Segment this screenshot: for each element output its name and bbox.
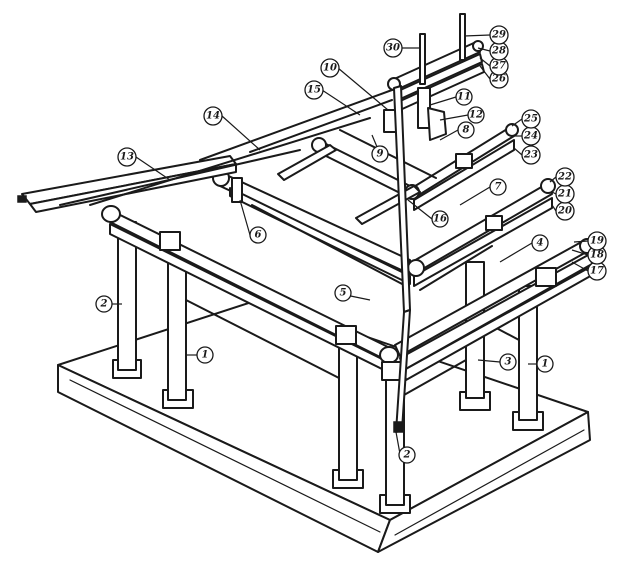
block-23 bbox=[455, 153, 473, 169]
callout-13: 13 bbox=[117, 147, 137, 167]
callout-4: 4 bbox=[531, 234, 549, 252]
svg-text:7: 7 bbox=[495, 182, 502, 193]
ridge-structure bbox=[383, 13, 485, 141]
callout-3: 3 bbox=[499, 353, 517, 371]
bracket-blocks bbox=[159, 231, 557, 381]
rafters bbox=[17, 89, 393, 213]
svg-text:1: 1 bbox=[202, 350, 209, 361]
block-7 bbox=[485, 215, 503, 231]
column-back-right bbox=[518, 285, 538, 421]
svg-text:22: 22 bbox=[557, 172, 572, 183]
hip-pole-foot bbox=[393, 421, 405, 433]
callout-23: 23 bbox=[521, 145, 541, 165]
callout-8: 8 bbox=[457, 121, 475, 139]
callout-7: 7 bbox=[489, 178, 507, 196]
block-back-right bbox=[535, 267, 557, 287]
ridge-post-29 bbox=[459, 13, 466, 61]
svg-text:21: 21 bbox=[557, 189, 572, 200]
svg-text:20: 20 bbox=[557, 206, 572, 217]
svg-text:5: 5 bbox=[340, 288, 347, 299]
cross-beam-16 bbox=[277, 144, 337, 181]
callout-25: 25 bbox=[521, 109, 541, 129]
svg-text:11: 11 bbox=[457, 92, 471, 103]
post-6 bbox=[231, 177, 243, 203]
svg-text:15: 15 bbox=[307, 85, 321, 96]
svg-text:29: 29 bbox=[491, 30, 506, 41]
callout-2-corner: 2 bbox=[398, 446, 416, 464]
callout-24: 24 bbox=[521, 126, 541, 146]
callout-22: 22 bbox=[555, 167, 575, 187]
svg-text:18: 18 bbox=[590, 250, 604, 261]
hip-pole bbox=[393, 85, 411, 433]
callout-5: 5 bbox=[334, 284, 352, 302]
svg-text:6: 6 bbox=[255, 230, 262, 241]
ridge-post-30 bbox=[419, 33, 426, 85]
svg-text:27: 27 bbox=[491, 61, 506, 72]
brace-12 bbox=[427, 107, 447, 141]
block-front-mid bbox=[159, 231, 181, 251]
svg-text:8: 8 bbox=[463, 125, 470, 136]
callout-2-left: 2 bbox=[95, 295, 113, 313]
callout-19: 19 bbox=[587, 231, 607, 251]
svg-text:28: 28 bbox=[491, 46, 506, 57]
svg-text:4: 4 bbox=[537, 238, 544, 249]
rafter-tip bbox=[17, 195, 27, 203]
callout-1-back: 1 bbox=[536, 355, 554, 373]
callout-6: 6 bbox=[249, 226, 267, 244]
callout-29: 29 bbox=[489, 25, 509, 45]
callout-12: 12 bbox=[467, 106, 485, 124]
svg-text:14: 14 bbox=[206, 111, 220, 122]
svg-text:2: 2 bbox=[100, 299, 108, 310]
svg-text:30: 30 bbox=[386, 43, 400, 54]
svg-text:23: 23 bbox=[523, 150, 538, 161]
columns bbox=[117, 221, 538, 506]
block-front-right bbox=[335, 325, 357, 345]
beam-7-lower bbox=[413, 197, 553, 287]
callout-14: 14 bbox=[203, 106, 223, 126]
svg-text:1: 1 bbox=[542, 359, 549, 370]
svg-text:19: 19 bbox=[590, 236, 604, 247]
platform-right-face bbox=[377, 411, 591, 553]
callout-28: 28 bbox=[489, 41, 509, 61]
callout-17: 17 bbox=[587, 261, 607, 281]
svg-text:26: 26 bbox=[491, 74, 506, 85]
callout-21: 21 bbox=[555, 184, 575, 204]
callout-16: 16 bbox=[431, 210, 449, 228]
column-front-mid bbox=[167, 249, 187, 401]
callout-15: 15 bbox=[304, 80, 324, 100]
callout-27: 27 bbox=[489, 56, 509, 76]
svg-text:17: 17 bbox=[590, 266, 604, 277]
svg-text:13: 13 bbox=[120, 152, 134, 163]
middle-tier-beams bbox=[212, 169, 556, 291]
callout-20: 20 bbox=[555, 201, 575, 221]
callout-9: 9 bbox=[371, 145, 389, 163]
cross-beam-lower bbox=[355, 185, 421, 225]
beam-5-lower bbox=[229, 187, 411, 285]
svg-text:16: 16 bbox=[433, 214, 447, 225]
svg-text:24: 24 bbox=[523, 131, 538, 142]
callout-30: 30 bbox=[383, 38, 403, 58]
svg-text:10: 10 bbox=[323, 63, 337, 74]
svg-text:2: 2 bbox=[403, 450, 411, 461]
callout-1-front: 1 bbox=[196, 346, 214, 364]
callout-11: 11 bbox=[455, 88, 473, 106]
beam-5 bbox=[219, 171, 411, 275]
callouts: 1 1 2 2 3 4 5 6 7 8 9 10 11 12 13 14 15 … bbox=[95, 25, 607, 464]
svg-text:9: 9 bbox=[377, 149, 384, 160]
svg-text:3: 3 bbox=[505, 357, 512, 368]
column-front-right bbox=[338, 339, 358, 481]
svg-text:12: 12 bbox=[469, 110, 483, 121]
beam-24 bbox=[413, 139, 515, 211]
callout-10: 10 bbox=[320, 58, 340, 78]
svg-text:25: 25 bbox=[523, 114, 538, 125]
